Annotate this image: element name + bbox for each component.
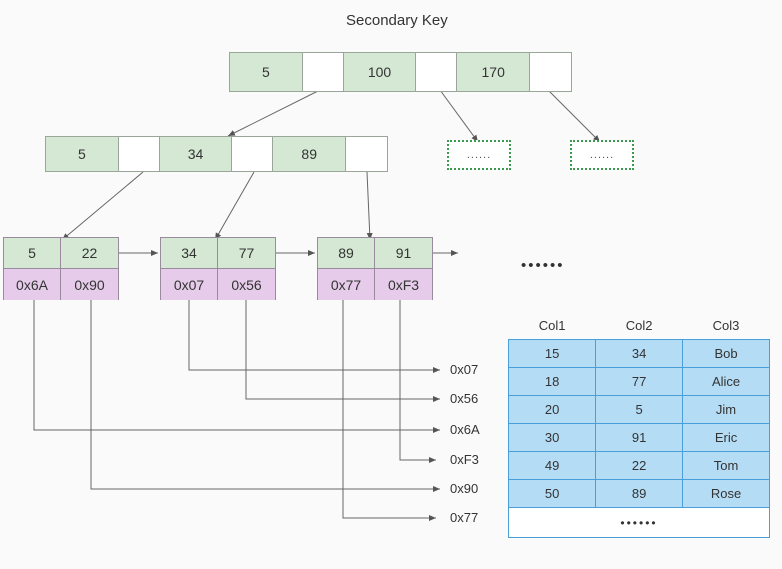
- address-label-0x07: 0x07: [450, 362, 479, 377]
- root-key-0[interactable]: 5: [230, 53, 303, 91]
- internal-pointer-0[interactable]: [118, 137, 160, 171]
- table-header-col2: Col2: [625, 318, 653, 333]
- table-row[interactable]: 49 22 Tom: [507, 451, 770, 480]
- table-row[interactable]: 30 91 Eric: [507, 423, 770, 452]
- leaf-1-keys-row: 5 22: [4, 238, 118, 269]
- table-cell[interactable]: Bob: [682, 339, 770, 368]
- leaf-1-key-1[interactable]: 22: [61, 238, 118, 268]
- leaf-3-address-1[interactable]: 0xF3: [375, 269, 432, 300]
- table-cell[interactable]: 91: [595, 423, 684, 452]
- table-cell[interactable]: 20: [507, 395, 597, 424]
- table-cell[interactable]: Jim: [682, 395, 770, 424]
- leaf-3-addresses-row: 0x77 0xF3: [318, 269, 432, 300]
- leaf-3-address-0[interactable]: 0x77: [318, 269, 375, 300]
- root-pointer-2[interactable]: [530, 53, 571, 91]
- diagram-title: Secondary Key: [346, 12, 448, 29]
- table-header-col3: Col3: [712, 318, 740, 333]
- address-label-0x77: 0x77: [450, 510, 479, 525]
- table-cell[interactable]: 30: [507, 423, 597, 452]
- root-pointer-0[interactable]: [302, 53, 344, 91]
- leaf-2-keys-row: 34 77: [161, 238, 275, 269]
- table-row[interactable]: 20 5 Jim: [507, 395, 770, 424]
- root-pointer-1[interactable]: [416, 53, 458, 91]
- table-cell[interactable]: Alice: [682, 367, 770, 396]
- tree-node-root[interactable]: 5 100 170: [229, 52, 572, 92]
- table-more-row: ••••••: [508, 507, 770, 538]
- internal-key-1[interactable]: 34: [159, 137, 233, 171]
- leaf-1-address-0[interactable]: 0x6A: [4, 269, 61, 300]
- table-cell[interactable]: 50: [507, 479, 597, 508]
- leaf-node-1[interactable]: 5 22 0x6A 0x90: [3, 237, 119, 300]
- leaf-3-key-0[interactable]: 89: [318, 238, 375, 268]
- table-cell[interactable]: 22: [595, 451, 684, 480]
- table-header-col1: Col1: [538, 318, 566, 333]
- root-key-1[interactable]: 100: [343, 53, 417, 91]
- tree-node-internal[interactable]: 5 34 89: [45, 136, 388, 172]
- table-cell[interactable]: 34: [595, 339, 684, 368]
- table-more-cell: ••••••: [508, 507, 770, 538]
- table-cell[interactable]: Tom: [682, 451, 770, 480]
- internal-pointer-2[interactable]: [346, 137, 387, 171]
- address-label-0x90: 0x90: [450, 481, 479, 496]
- leaf-1-addresses-row: 0x6A 0x90: [4, 269, 118, 300]
- table-cell[interactable]: Eric: [682, 423, 770, 452]
- table-row[interactable]: 18 77 Alice: [507, 367, 770, 396]
- table-cell[interactable]: Rose: [682, 479, 770, 508]
- leaf-1-key-0[interactable]: 5: [4, 238, 61, 268]
- table-cell[interactable]: 15: [507, 339, 597, 368]
- address-label-0xF3: 0xF3: [450, 452, 479, 467]
- table-cell[interactable]: 5: [595, 395, 684, 424]
- table-cell[interactable]: 77: [595, 367, 684, 396]
- data-table: Col1 Col2 Col3 15 34 Bob 18 77 Alice 20: [507, 318, 770, 538]
- leaf-3-keys-row: 89 91: [318, 238, 432, 269]
- leaf-2-address-0[interactable]: 0x07: [161, 269, 218, 300]
- internal-key-0[interactable]: 5: [46, 137, 119, 171]
- more-leaves-ellipsis: ••••••: [521, 257, 565, 274]
- leaf-node-2[interactable]: 34 77 0x07 0x56: [160, 237, 276, 300]
- address-label-0x56: 0x56: [450, 391, 479, 406]
- table-cell[interactable]: 18: [507, 367, 597, 396]
- internal-key-2[interactable]: 89: [273, 137, 347, 171]
- table-row[interactable]: 15 34 Bob: [507, 339, 770, 368]
- data-table-container: Col1 Col2 Col3 15 34 Bob 18 77 Alice 20: [507, 318, 770, 538]
- address-label-0x6A: 0x6A: [450, 422, 480, 437]
- leaf-node-3[interactable]: 89 91 0x77 0xF3: [317, 237, 433, 300]
- table-cell[interactable]: 49: [507, 451, 597, 480]
- root-key-2[interactable]: 170: [457, 53, 531, 91]
- placeholder-subtree-2: ......: [570, 140, 634, 170]
- leaf-1-address-1[interactable]: 0x90: [61, 269, 118, 300]
- table-header-row: Col1 Col2 Col3: [509, 318, 770, 340]
- placeholder-subtree-1: ......: [447, 140, 511, 170]
- table-row[interactable]: 50 89 Rose: [507, 479, 770, 508]
- leaf-3-key-1[interactable]: 91: [375, 238, 432, 268]
- leaf-2-addresses-row: 0x07 0x56: [161, 269, 275, 300]
- leaf-2-key-1[interactable]: 77: [218, 238, 275, 268]
- leaf-2-address-1[interactable]: 0x56: [218, 269, 275, 300]
- internal-pointer-1[interactable]: [232, 137, 274, 171]
- leaf-2-key-0[interactable]: 34: [161, 238, 218, 268]
- table-cell[interactable]: 89: [595, 479, 684, 508]
